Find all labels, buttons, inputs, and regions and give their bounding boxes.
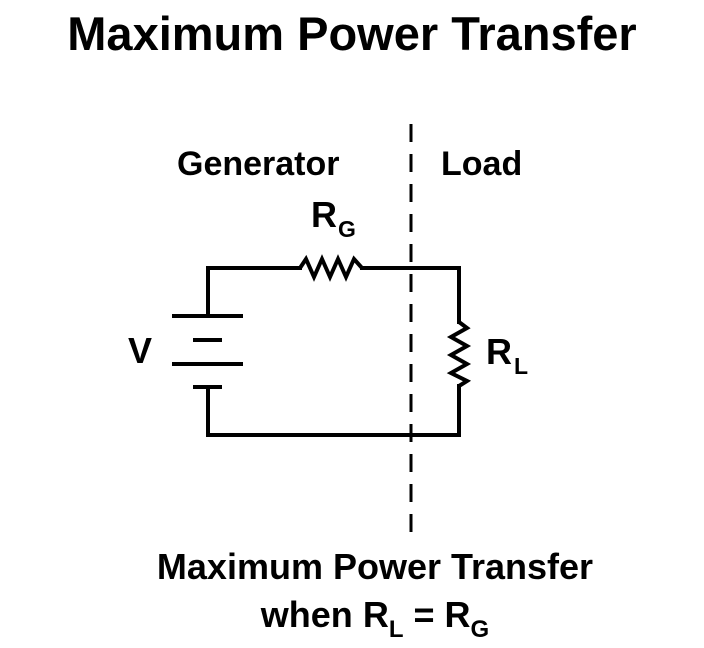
caption-line-1: Maximum Power Transfer — [156, 546, 594, 587]
rg-label-main: R — [311, 194, 337, 235]
source-voltage-label: V — [128, 330, 152, 371]
generator-label: Generator — [177, 145, 340, 183]
load-resistor-rl — [446, 320, 472, 388]
rg-label-subscript: G — [338, 216, 356, 242]
circuit-wires — [206, 266, 461, 437]
load-label: Load — [441, 145, 522, 183]
caption-line-2: when RL = RG — [0, 593, 704, 643]
page-title: Maximum Power Transfer — [67, 7, 637, 60]
caption-rl-subscript: L — [388, 616, 404, 643]
battery-symbol — [172, 314, 243, 389]
caption-rg-main: R — [444, 594, 471, 635]
caption-rg-subscript: G — [470, 616, 490, 643]
caption-equals: = — [403, 594, 445, 635]
generator-resistor-rg — [298, 254, 364, 282]
rl-label-subscript: L — [514, 353, 528, 379]
rl-label-main: R — [486, 331, 512, 372]
caption-rl-main: R — [362, 594, 389, 635]
caption-when: when — [260, 594, 363, 635]
